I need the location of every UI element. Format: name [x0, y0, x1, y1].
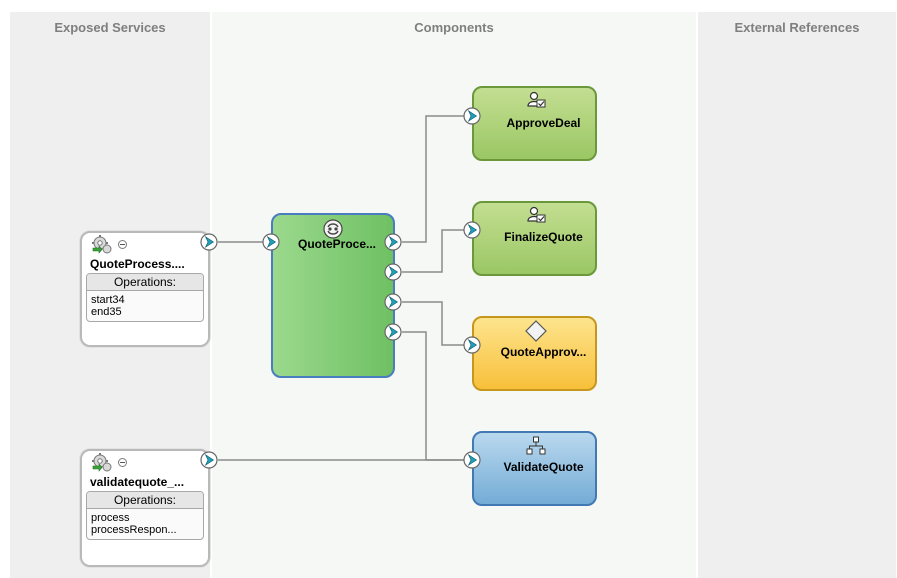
human-task-icon: [527, 206, 547, 229]
components-title: Components: [414, 20, 494, 35]
component-input-port-icon[interactable]: [463, 451, 481, 469]
gear-icon: [90, 452, 114, 479]
human-task-icon: [527, 91, 547, 114]
service-port-icon[interactable]: [200, 451, 218, 469]
bpel-process-icon: [322, 218, 344, 245]
wire-quoteprocess-to-approvedeal[interactable]: [402, 115, 464, 243]
component-approve-deal[interactable]: ApproveDeal: [472, 86, 597, 161]
reference-port-icon[interactable]: [384, 323, 402, 341]
collapse-icon[interactable]: [118, 240, 127, 249]
component-input-port-icon[interactable]: [463, 221, 481, 239]
operations-list: start34 end35: [91, 294, 125, 318]
component-label: FinalizeQuote: [504, 230, 583, 244]
business-rule-icon: [525, 320, 547, 347]
external-references-lane: External References: [698, 12, 896, 578]
component-quote-approval[interactable]: QuoteApprov...: [472, 316, 597, 391]
service-name: validatequote_...: [90, 475, 185, 489]
service-validatequote[interactable]: validatequote_... Operations: process pr…: [80, 449, 210, 567]
operations-panel: Operations: process processRespon...: [86, 491, 204, 540]
component-validate-quote[interactable]: ValidateQuote: [472, 431, 597, 506]
operations-list: process processRespon...: [91, 512, 177, 536]
component-label: ApproveDeal: [506, 116, 581, 130]
wire-quoteprocess-to-validatequote[interactable]: [402, 331, 464, 461]
component-input-port-icon[interactable]: [262, 233, 280, 251]
service-port-icon[interactable]: [200, 233, 218, 251]
operations-header: Operations:: [87, 274, 203, 291]
exposed-services-title: Exposed Services: [54, 20, 166, 35]
collapse-icon[interactable]: [118, 458, 127, 467]
component-label: ValidateQuote: [503, 460, 584, 474]
gear-icon: [90, 234, 114, 261]
wire-quoteprocess-to-quoteapproval[interactable]: [402, 301, 464, 346]
external-references-title: External References: [734, 20, 860, 35]
operations-panel: Operations: start34 end35: [86, 273, 204, 322]
service-quoteprocess[interactable]: QuoteProcess.... Operations: start34 end…: [80, 231, 210, 347]
operations-header: Operations:: [87, 492, 203, 509]
reference-port-icon[interactable]: [384, 293, 402, 311]
component-quote-process[interactable]: QuoteProce...: [271, 213, 395, 378]
service-name: QuoteProcess....: [90, 257, 185, 271]
mediator-icon: [526, 436, 546, 461]
component-finalize-quote[interactable]: FinalizeQuote: [472, 201, 597, 276]
component-label: QuoteProce...: [297, 237, 377, 251]
component-input-port-icon[interactable]: [463, 107, 481, 125]
component-label: QuoteApprov...: [500, 345, 587, 359]
wire-quoteprocess-to-finalizequote[interactable]: [402, 229, 464, 273]
component-input-port-icon[interactable]: [463, 336, 481, 354]
reference-port-icon[interactable]: [384, 233, 402, 251]
reference-port-icon[interactable]: [384, 263, 402, 281]
